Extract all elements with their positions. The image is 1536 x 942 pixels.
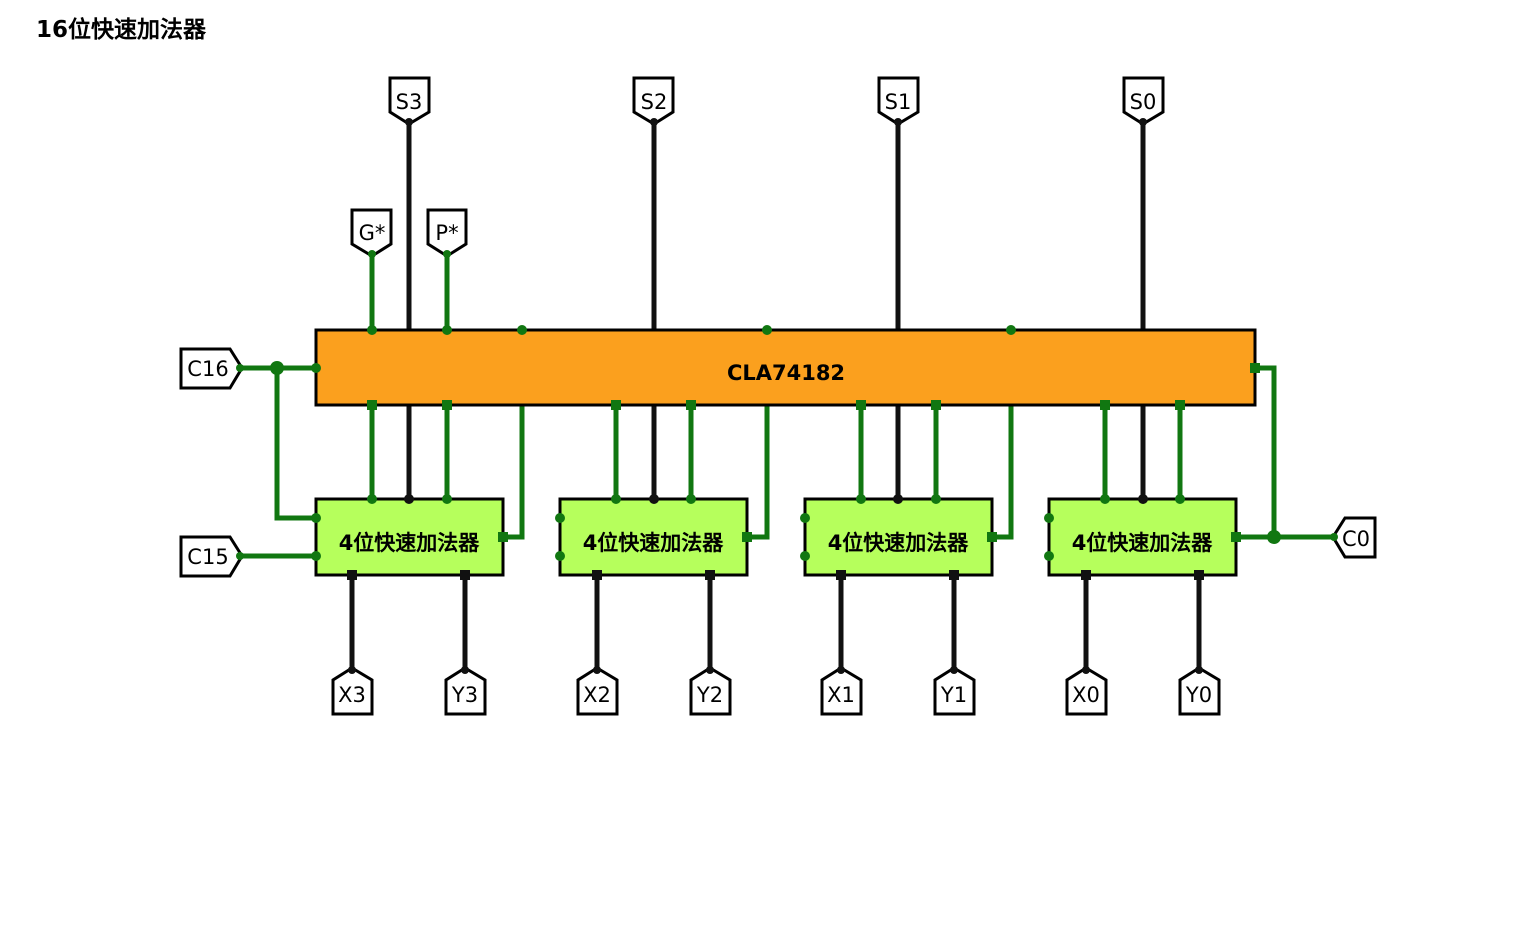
sum-wires [406,119,1146,501]
pin-s3: S3 [388,76,431,126]
pin-label: Y1 [940,683,967,707]
pin-x1: X1 [820,666,863,716]
adder-body [1047,497,1238,577]
pin-label: C15 [187,545,228,569]
cla-chip: CLA74182 [314,328,1257,407]
adder-label: 4位快速加法器 [1072,531,1214,555]
pin-label: X3 [338,683,366,707]
pin-y0: Y0 [1178,666,1221,716]
pin-label: Y0 [1185,683,1212,707]
pin-y2: Y2 [689,666,732,716]
adder-label: 4位快速加法器 [583,531,725,555]
pin-label: Y2 [696,683,723,707]
pin-p-star: P* [426,208,468,258]
carry-wires [237,252,1336,559]
adder-0: 4位快速加法器 [1047,497,1238,577]
adder-label: 4位快速加法器 [339,531,481,555]
pin-label: X0 [1072,683,1100,707]
pin-label: S2 [641,90,668,114]
cla-label: CLA74182 [727,361,845,385]
pin-s2: S2 [632,76,675,126]
adder-1: 4位快速加法器 [803,497,994,577]
pin-label: S3 [396,90,423,114]
pin-label: C16 [187,357,228,381]
adder-3: 4位快速加法器 [314,497,505,577]
pin-s1: S1 [877,76,920,126]
pin-label: S0 [1130,90,1157,114]
adder-2: 4位快速加法器 [558,497,749,577]
pin-label: S1 [885,90,912,114]
pin-label: Y3 [451,683,478,707]
pin-c16: C16 [179,347,244,390]
input-wires [349,573,1202,674]
pin-label: P* [435,221,458,245]
pin-label: G* [359,221,386,245]
junctions [270,325,1281,561]
pin-x0: X0 [1065,666,1108,716]
pin-x2: X2 [576,666,619,716]
pin-label: X1 [827,683,855,707]
pin-label: C0 [1342,527,1370,551]
adder-body [558,497,749,577]
pin-label: X2 [583,683,611,707]
pin-g-star: G* [350,208,393,258]
adder-label: 4位快速加法器 [828,531,970,555]
pin-c15: C15 [179,535,244,578]
pin-y1: Y1 [933,666,976,716]
page-title: 16位快速加法器 [36,17,207,43]
pin-s0: S0 [1122,76,1165,126]
square-pins [347,363,1260,580]
pin-y3: Y3 [444,666,487,716]
pin-x3: X3 [331,666,374,716]
pin-c0: C0 [1330,516,1377,559]
